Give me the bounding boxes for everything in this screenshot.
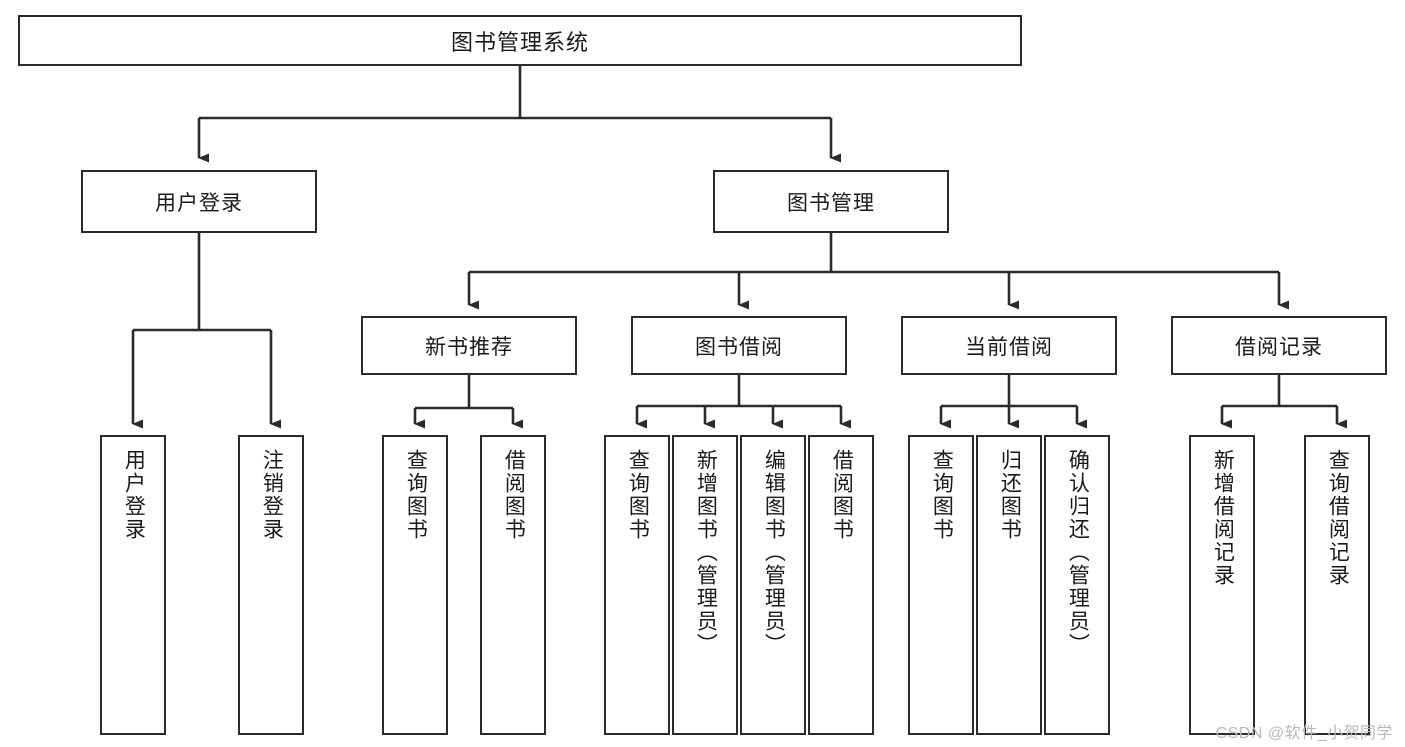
node-leaf-user-login-label: 用户登录 <box>122 449 146 541</box>
node-leaf-query-book-2-label: 查询图书 <box>626 449 650 541</box>
node-book-manage[interactable]: 图书管理 <box>713 170 949 233</box>
node-leaf-add-record-label: 新增借阅记录 <box>1211 449 1235 587</box>
node-leaf-query-record-label: 查询借阅记录 <box>1326 449 1350 587</box>
node-user-login[interactable]: 用户登录 <box>81 170 317 233</box>
node-current-borrow[interactable]: 当前借阅 <box>901 316 1117 375</box>
node-leaf-borrow-book-1-label: 借阅图书 <box>502 449 526 541</box>
node-leaf-borrow-book-2[interactable]: 借阅图书 <box>808 435 874 735</box>
node-leaf-user-login[interactable]: 用户登录 <box>100 435 166 735</box>
node-leaf-query-book-3-label: 查询图书 <box>930 449 954 541</box>
node-leaf-add-record[interactable]: 新增借阅记录 <box>1189 435 1255 735</box>
node-leaf-borrow-book-1[interactable]: 借阅图书 <box>480 435 546 735</box>
node-book-manage-label: 图书管理 <box>787 191 875 215</box>
node-leaf-logout-login[interactable]: 注销登录 <box>238 435 304 735</box>
node-leaf-query-book-2[interactable]: 查询图书 <box>604 435 670 735</box>
node-new-book-rec-label: 新书推荐 <box>425 335 513 359</box>
node-leaf-query-record[interactable]: 查询借阅记录 <box>1304 435 1370 735</box>
node-leaf-return-book[interactable]: 归还图书 <box>976 435 1042 735</box>
node-leaf-add-book[interactable]: 新增图书（管理员） <box>672 435 738 735</box>
node-current-borrow-label: 当前借阅 <box>965 335 1053 359</box>
node-user-login-label: 用户登录 <box>155 191 243 215</box>
node-leaf-return-book-label: 归还图书 <box>998 449 1022 541</box>
node-leaf-confirm-return-label: 确认归还（管理员） <box>1066 449 1090 656</box>
node-borrow-record[interactable]: 借阅记录 <box>1171 316 1387 375</box>
node-leaf-query-book-1-label: 查询图书 <box>404 449 428 541</box>
node-leaf-query-book-1[interactable]: 查询图书 <box>382 435 448 735</box>
node-new-book-rec[interactable]: 新书推荐 <box>361 316 577 375</box>
node-book-borrow-label: 图书借阅 <box>695 335 783 359</box>
node-leaf-confirm-return[interactable]: 确认归还（管理员） <box>1044 435 1110 735</box>
node-leaf-add-book-label: 新增图书（管理员） <box>694 449 718 656</box>
node-leaf-logout-login-label: 注销登录 <box>260 449 284 541</box>
node-borrow-record-label: 借阅记录 <box>1235 335 1323 359</box>
node-root-system[interactable]: 图书管理系统 <box>18 15 1022 66</box>
node-leaf-edit-book-label: 编辑图书（管理员） <box>762 449 786 656</box>
node-leaf-edit-book[interactable]: 编辑图书（管理员） <box>740 435 806 735</box>
node-book-borrow[interactable]: 图书借阅 <box>631 316 847 375</box>
node-leaf-borrow-book-2-label: 借阅图书 <box>830 449 854 541</box>
node-root-system-label: 图书管理系统 <box>450 29 589 55</box>
node-leaf-query-book-3[interactable]: 查询图书 <box>908 435 974 735</box>
